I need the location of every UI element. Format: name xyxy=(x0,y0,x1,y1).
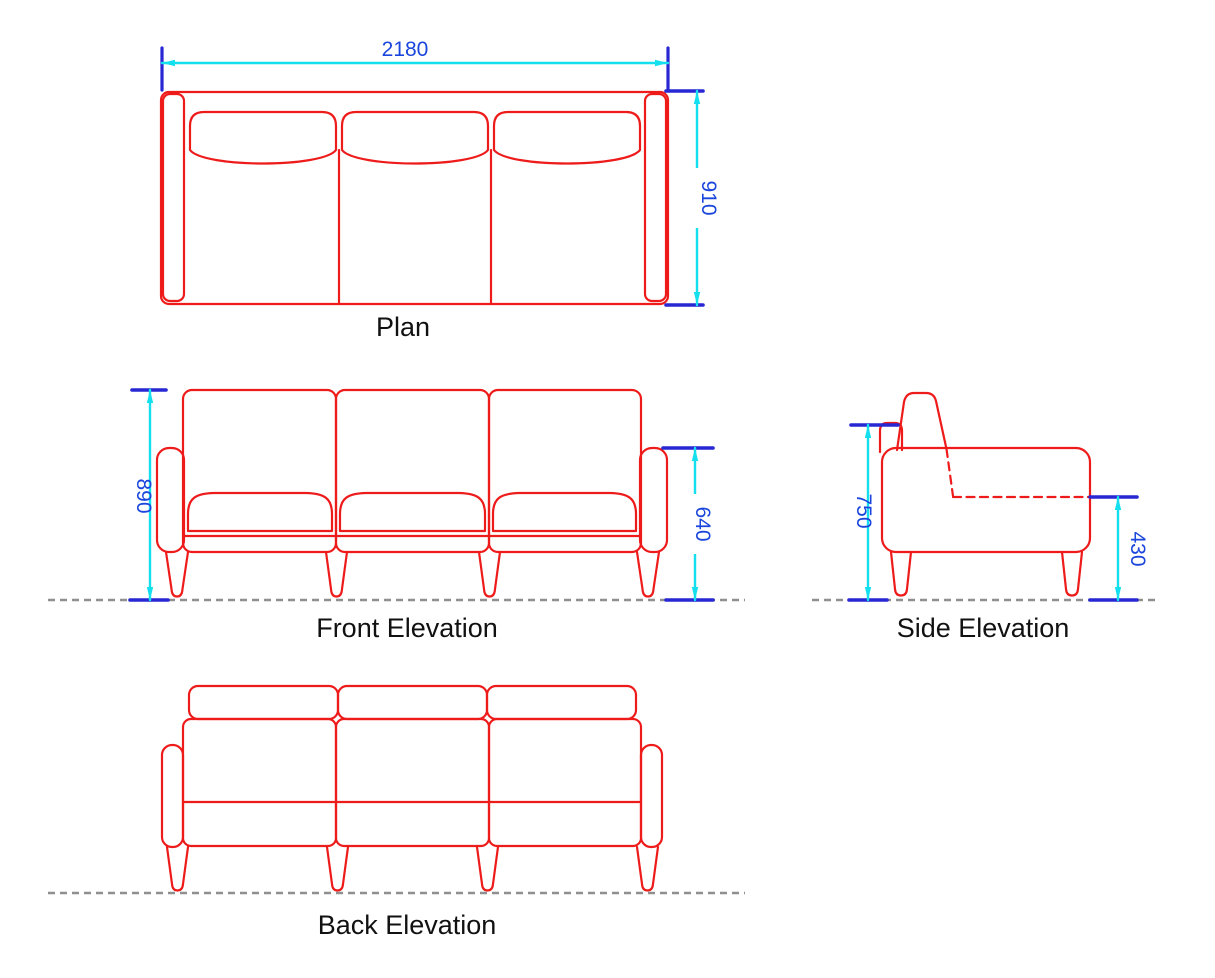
front-leg-4 xyxy=(635,550,661,598)
back-body-section-3 xyxy=(487,717,643,848)
plan-back-cushion-3 xyxy=(492,110,642,165)
side-arm-body xyxy=(880,446,1092,554)
plan-view: 2180 910 Plan xyxy=(159,38,720,342)
back-leg-3 xyxy=(475,845,500,892)
plan-width-arrow-left xyxy=(162,59,175,67)
plan-left-armrest xyxy=(161,92,186,303)
front-arm-arrow-bottom xyxy=(691,587,699,600)
plan-depth-arrow-bottom xyxy=(693,292,701,305)
side-backrest-hidden-edge xyxy=(945,447,955,498)
plan-width-arrow-right xyxy=(655,59,668,67)
front-leg-3 xyxy=(477,550,502,598)
plan-sofa-body xyxy=(159,90,670,306)
front-height-arrow-bottom xyxy=(146,587,154,600)
side-back-frame xyxy=(878,421,904,454)
front-arm-arrow-top xyxy=(691,448,699,461)
front-seat-cushion-1 xyxy=(186,491,334,533)
back-leg-1 xyxy=(165,845,190,892)
back-body-section-2 xyxy=(334,717,491,848)
front-arm-text-mask xyxy=(684,494,709,554)
front-back-section-1 xyxy=(181,388,338,554)
plan-width-dim-text: 2180 xyxy=(382,38,429,61)
back-view-label: Back Elevation xyxy=(318,910,497,940)
front-seat-cushion-3 xyxy=(491,491,638,533)
back-left-arm xyxy=(160,743,185,849)
front-height-arrow-top xyxy=(146,390,154,403)
front-back-section-2 xyxy=(334,388,491,554)
plan-right-armrest xyxy=(643,92,668,303)
plan-depth-text-mask xyxy=(690,168,715,228)
side-elevation-view: 750 430 Side Elevation xyxy=(812,391,1158,643)
front-left-arm xyxy=(155,446,186,554)
front-arm-dim-text: 640 xyxy=(691,506,714,541)
plan-view-label: Plan xyxy=(376,312,430,342)
back-headrest-1 xyxy=(187,684,340,721)
front-elevation-view: 890 640 Front Elevation xyxy=(48,388,745,643)
front-seat-cushion-2 xyxy=(338,491,487,533)
front-height-dim-text: 890 xyxy=(132,478,155,513)
side-seat-arrow-bottom xyxy=(1114,587,1122,600)
side-back-dim-text: 750 xyxy=(852,493,875,528)
back-headrest-2 xyxy=(336,684,489,721)
front-leg-2 xyxy=(324,550,349,598)
side-back-arrow-bottom xyxy=(864,587,872,600)
back-leg-4 xyxy=(635,845,660,892)
back-leg-2 xyxy=(325,845,350,892)
side-view-label: Side Elevation xyxy=(897,613,1070,643)
front-view-label: Front Elevation xyxy=(316,613,498,643)
plan-back-cushion-1 xyxy=(188,110,338,165)
back-elevation-view: Back Elevation xyxy=(48,684,745,940)
plan-back-cushion-2 xyxy=(340,110,490,165)
back-body-section-1 xyxy=(181,717,338,848)
plan-depth-arrow-top xyxy=(693,91,701,104)
back-right-arm xyxy=(639,743,664,849)
side-leg-back xyxy=(1060,550,1084,597)
front-back-section-3 xyxy=(487,388,643,554)
side-back-arrow-top xyxy=(864,425,872,438)
side-backrest xyxy=(895,391,948,452)
back-headrest-3 xyxy=(485,684,638,721)
side-seat-dim-text: 430 xyxy=(1126,531,1149,566)
plan-depth-dim-text: 910 xyxy=(697,180,720,215)
side-leg-front xyxy=(889,550,913,597)
front-leg-1 xyxy=(164,550,190,598)
front-right-arm xyxy=(638,446,669,554)
side-seat-arrow-top xyxy=(1114,497,1122,510)
